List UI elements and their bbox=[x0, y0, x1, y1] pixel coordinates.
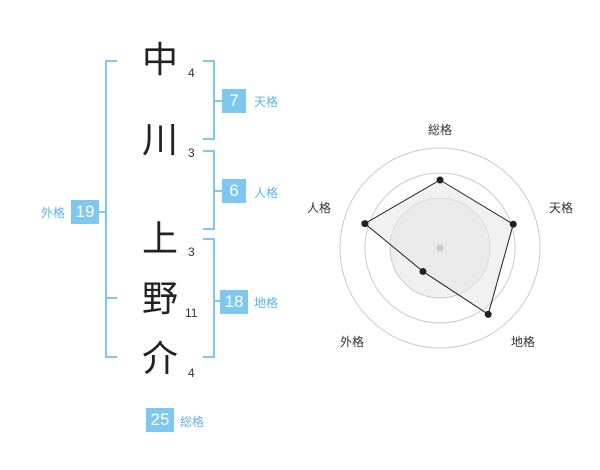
stroke-count-1: 4 bbox=[188, 66, 195, 80]
gaikaku-label: 外格 bbox=[41, 206, 66, 220]
name-char-3: 上 bbox=[141, 219, 178, 260]
radar-point-1 bbox=[436, 176, 444, 184]
gaikaku-bracket bbox=[105, 60, 117, 358]
name-char-1: 中 bbox=[141, 40, 178, 81]
gaikaku-connector bbox=[97, 211, 106, 213]
jinkaku-bracket bbox=[203, 150, 215, 230]
gaikaku-bracket-tick bbox=[105, 297, 117, 299]
name-char-5: 介 bbox=[141, 339, 178, 380]
radar-point-4 bbox=[419, 267, 427, 275]
chikaku-label: 地格 bbox=[254, 296, 279, 310]
stroke-count-3: 3 bbox=[188, 245, 195, 259]
radar-label-gaikaku: 外格 bbox=[340, 335, 365, 349]
name-char-2: 川 bbox=[141, 120, 178, 161]
radar-grid-ring-4 bbox=[339, 147, 541, 349]
radar-center-dot bbox=[436, 244, 444, 252]
tenkaku-bracket bbox=[203, 60, 215, 140]
tenkaku-label: 天格 bbox=[254, 95, 279, 109]
stroke-count-4: 11 bbox=[185, 306, 198, 320]
soukaku-label: 総格 bbox=[180, 415, 205, 429]
jinkaku-label: 人格 bbox=[254, 186, 279, 200]
tenkaku-connector bbox=[215, 100, 222, 102]
chikaku-value-badge: 18 bbox=[220, 290, 248, 314]
radar-point-5 bbox=[361, 220, 369, 228]
radar-label-chikaku: 地格 bbox=[511, 335, 536, 349]
radar-point-3 bbox=[484, 310, 492, 318]
tenkaku-value-badge: 7 bbox=[222, 89, 246, 113]
stroke-count-5: 4 bbox=[188, 366, 195, 380]
gaikaku-value-badge: 19 bbox=[71, 200, 99, 224]
jinkaku-value-badge: 6 bbox=[222, 179, 246, 203]
radar-label-tenkaku: 天格 bbox=[549, 201, 574, 215]
name-char-4: 野 bbox=[141, 279, 178, 320]
stroke-count-2: 3 bbox=[188, 146, 195, 160]
chikaku-connector bbox=[215, 300, 222, 302]
soukaku-value-badge: 25 bbox=[146, 408, 174, 432]
radar-grid-ring-3 bbox=[364, 172, 516, 324]
radar-label-jinkaku: 人格 bbox=[307, 201, 332, 215]
radar-point-2 bbox=[509, 220, 517, 228]
chikaku-bracket bbox=[203, 238, 215, 358]
radar-label-soukaku: 総格 bbox=[428, 123, 453, 137]
jinkaku-connector bbox=[215, 190, 222, 192]
